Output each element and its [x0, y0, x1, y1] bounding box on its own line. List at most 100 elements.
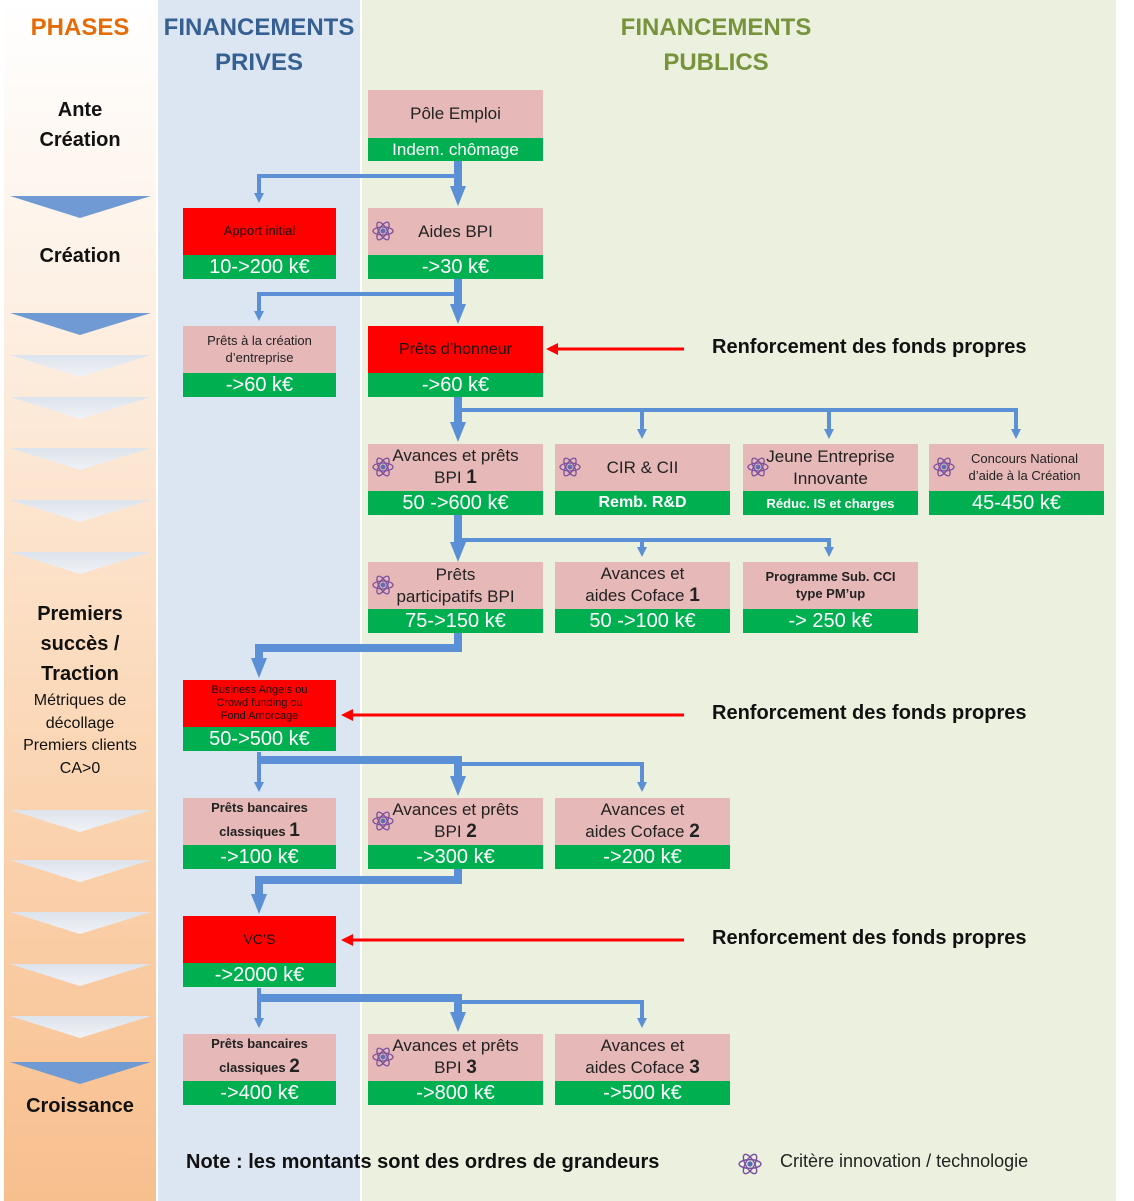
- box-title: Avances et aides Coface 1: [555, 562, 730, 609]
- innovation-atom-icon: [372, 220, 394, 242]
- arrow-honneur-branch: [458, 408, 1018, 434]
- box-value: Remb. R&D: [555, 491, 730, 515]
- box-pole-emploi: Pôle Emploi Indem. chômage: [368, 90, 543, 161]
- arrow-pole-branch: [254, 174, 458, 203]
- box-value: ->2000 k€: [183, 963, 336, 987]
- box-avances-bpi-3: Avances et prêts BPI 3 ->800 k€: [368, 1034, 543, 1105]
- box-aides-bpi: Aides BPI ->30 k€: [368, 208, 543, 279]
- chevron-blue-3: [10, 1062, 151, 1084]
- chevron-grey-7: [10, 860, 151, 882]
- box-title: Avances et aides Coface 3: [555, 1034, 730, 1081]
- renforcement-label-3: Renforcement des fonds propres: [712, 927, 1027, 949]
- phase-croissance: Croissance: [26, 1095, 134, 1117]
- arrow-part-to-ba: [251, 633, 462, 678]
- chevron-grey-2: [10, 397, 151, 419]
- box-title: Avances et prêts BPI 1: [368, 444, 543, 491]
- innovation-atom-icon: [372, 456, 394, 478]
- box-title: VC’S: [183, 916, 336, 963]
- box-title: Aides BPI: [368, 208, 543, 255]
- box-title: Pôle Emploi: [368, 90, 543, 138]
- arrow-bpi1-branch: [458, 538, 834, 557]
- note-text: Note : les montants sont des ordres de g…: [186, 1151, 660, 1173]
- legend-critere-text: Critère innovation / technologie: [780, 1151, 1029, 1171]
- legend-atom-icon: [738, 1152, 762, 1176]
- arrow-bpi2-to-vcs: [251, 869, 462, 914]
- box-value: ->400 k€: [183, 1081, 336, 1105]
- innovation-atom-icon: [747, 456, 769, 478]
- renforcement-label-2: Renforcement des fonds propres: [712, 702, 1027, 724]
- box-title: Prêts bancaires classiques 2: [183, 1034, 336, 1081]
- box-value: Réduc. IS et charges: [743, 491, 918, 515]
- box-title: Avances et prêts BPI 2: [368, 798, 543, 845]
- box-value: 75->150 k€: [368, 609, 543, 633]
- chevron-grey-3: [10, 448, 151, 470]
- box-avances-bpi-2: Avances et prêts BPI 2 ->300 k€: [368, 798, 543, 869]
- box-value: ->30 k€: [368, 255, 543, 279]
- box-bancaires-1: Prêts bancaires classiques 1 ->100 k€: [183, 798, 336, 869]
- arrow-vcs-branch-main: [259, 994, 466, 1032]
- chevron-blue-2: [10, 313, 151, 335]
- innovation-atom-icon: [372, 810, 394, 832]
- chevron-grey-8: [10, 912, 151, 934]
- box-title: Prêts bancaires classiques 1: [183, 798, 336, 845]
- box-value: 45-450 k€: [929, 491, 1104, 515]
- box-apport-initial: Apport initial 10->200 k€: [183, 208, 336, 279]
- box-value: ->60 k€: [368, 373, 543, 397]
- chevron-grey-4: [10, 500, 151, 522]
- innovation-atom-icon: [372, 1046, 394, 1068]
- chevron-grey-9: [10, 964, 151, 986]
- box-title: Avances et aides Coface 2: [555, 798, 730, 845]
- phase-chevrons: [10, 196, 151, 1084]
- box-value: 50 ->100 k€: [555, 609, 730, 633]
- box-coface-1: Avances et aides Coface 1 50 ->100 k€: [555, 562, 730, 633]
- box-coface-2: Avances et aides Coface 2 ->200 k€: [555, 798, 730, 869]
- box-value: Indem. chômage: [368, 138, 543, 161]
- arrow-aides-branch: [254, 292, 458, 321]
- box-value: ->800 k€: [368, 1081, 543, 1105]
- box-avances-bpi-1: Avances et prêts BPI 1 50 ->600 k€: [368, 444, 543, 515]
- innovation-atom-icon: [559, 456, 581, 478]
- chevron-blue-1: [10, 196, 151, 218]
- renforcement-label-1: Renforcement des fonds propres: [712, 336, 1027, 358]
- arrow-ba-branch-coface2: [458, 762, 647, 792]
- box-value: ->500 k€: [555, 1081, 730, 1105]
- box-value: 10->200 k€: [183, 255, 336, 279]
- box-value: ->60 k€: [183, 373, 336, 397]
- header-phases: PHASES: [30, 14, 130, 41]
- box-value: ->300 k€: [368, 845, 543, 869]
- innovation-atom-icon: [933, 456, 955, 478]
- box-value: ->200 k€: [555, 845, 730, 869]
- box-title: Apport initial: [183, 208, 336, 255]
- box-bancaires-2: Prêts bancaires classiques 2 ->400 k€: [183, 1034, 336, 1105]
- innovation-atom-icon: [372, 574, 394, 596]
- phase-creation: Création: [39, 245, 121, 267]
- box-cir-cii: CIR & CII Remb. R&D: [555, 444, 730, 515]
- arrow-vcs-branch-coface3: [458, 1000, 647, 1028]
- arrow-ba-branch-main: [259, 756, 466, 796]
- box-value: ->100 k€: [183, 845, 336, 869]
- chevron-grey-1: [10, 355, 151, 377]
- box-value: 50 ->600 k€: [368, 491, 543, 515]
- box-title: CIR & CII: [555, 444, 730, 491]
- chevron-grey-6: [10, 810, 151, 832]
- box-vcs: VC’S ->2000 k€: [183, 916, 336, 987]
- chevron-grey-10: [10, 1016, 151, 1038]
- box-value: -> 250 k€: [743, 609, 918, 633]
